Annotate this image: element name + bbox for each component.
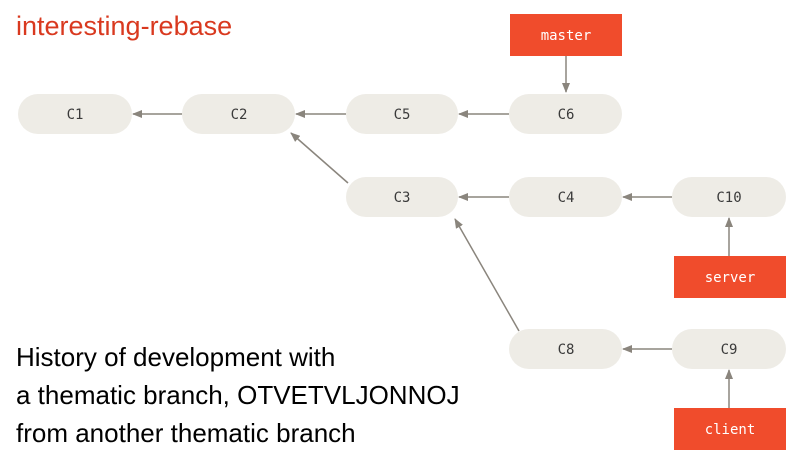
diagram-caption: History of development with a thematic b… [16, 338, 460, 452]
caption-line: from another thematic branch [16, 418, 356, 448]
commit-c8: C8 [509, 329, 622, 369]
commit-label: C6 [558, 107, 575, 123]
commit-label: C8 [558, 342, 575, 358]
commit-label: C10 [716, 190, 741, 206]
commit-label: C1 [67, 107, 84, 123]
commit-c2: C2 [182, 94, 295, 134]
ref-master: master [510, 14, 622, 56]
arrow-c3-to-c2 [290, 132, 349, 184]
commit-c1: C1 [18, 94, 132, 134]
diagram-title: interesting-rebase [16, 11, 233, 41]
commit-c10: C10 [672, 177, 786, 217]
ref-label: master [541, 28, 592, 44]
commit-c5: C5 [346, 94, 458, 134]
commit-c3: C3 [346, 177, 458, 217]
ref-label: client [705, 422, 756, 438]
commit-label: C9 [721, 342, 738, 358]
caption-line: a thematic branch, OTVETVLJONNOJ [16, 380, 460, 410]
commit-c6: C6 [509, 94, 622, 134]
arrow-c8-to-c3 [454, 218, 520, 332]
commit-label: C5 [394, 107, 411, 123]
commit-label: C2 [231, 107, 248, 123]
commit-c9: C9 [672, 329, 786, 369]
ref-label: server [705, 270, 756, 286]
commit-c4: C4 [509, 177, 622, 217]
commit-label: C4 [558, 190, 575, 206]
ref-client: client [674, 408, 786, 450]
commit-label: C3 [394, 190, 411, 206]
ref-server: server [674, 256, 786, 298]
caption-line: History of development with [16, 342, 336, 372]
